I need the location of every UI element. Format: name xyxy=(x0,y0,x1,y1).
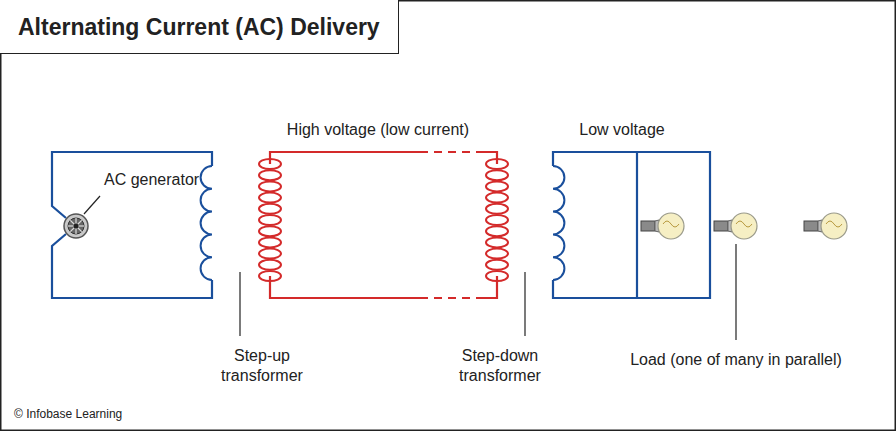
coils xyxy=(201,159,565,281)
coil-winding xyxy=(259,193,281,203)
transformer-label: Step-up transformer xyxy=(207,346,317,386)
transformer-label: Step-down transformer xyxy=(445,346,555,386)
light-bulb xyxy=(714,213,757,239)
transmission-line xyxy=(270,152,497,298)
coil-winding xyxy=(259,249,281,259)
coil-winding xyxy=(486,159,508,169)
coil-winding xyxy=(486,226,508,236)
bulbs xyxy=(641,213,847,239)
coil-winding xyxy=(259,271,281,281)
voltage-label: High voltage (low current) xyxy=(258,120,498,140)
coil-winding xyxy=(486,237,508,247)
coil-winding xyxy=(201,166,212,280)
leader-line xyxy=(239,272,240,336)
coil-winding xyxy=(486,193,508,203)
leader-lines xyxy=(84,196,736,340)
light-bulb xyxy=(641,213,684,239)
coil-winding xyxy=(486,204,508,214)
coil-winding xyxy=(486,181,508,191)
coil-winding xyxy=(259,215,281,225)
wires xyxy=(52,152,710,298)
load-label: Load (one of many in parallel) xyxy=(606,350,866,370)
coil-winding xyxy=(259,204,281,214)
coil-winding xyxy=(259,237,281,247)
coil-winding xyxy=(486,260,508,270)
coil-winding xyxy=(259,159,281,169)
coil-winding xyxy=(486,215,508,225)
secondary-circuit xyxy=(553,152,710,298)
generator-symbol xyxy=(64,214,88,238)
coil-winding xyxy=(259,181,281,191)
voltage-label: Low voltage xyxy=(552,120,692,140)
coil-winding xyxy=(259,260,281,270)
leader-line xyxy=(735,244,736,340)
generator-label: AC generator xyxy=(104,170,224,190)
copyright-note: © Infobase Learning xyxy=(14,404,214,424)
coil-winding xyxy=(486,271,508,281)
light-bulb xyxy=(804,213,847,239)
transmission-line-break xyxy=(420,152,480,298)
coil-winding xyxy=(259,226,281,236)
coil-winding xyxy=(486,249,508,259)
title: Alternating Current (AC) Delivery xyxy=(0,0,399,54)
coil-winding xyxy=(486,170,508,180)
coil-winding xyxy=(553,166,564,280)
leader-line xyxy=(524,272,525,336)
leader-line xyxy=(84,196,100,214)
coil-winding xyxy=(259,170,281,180)
